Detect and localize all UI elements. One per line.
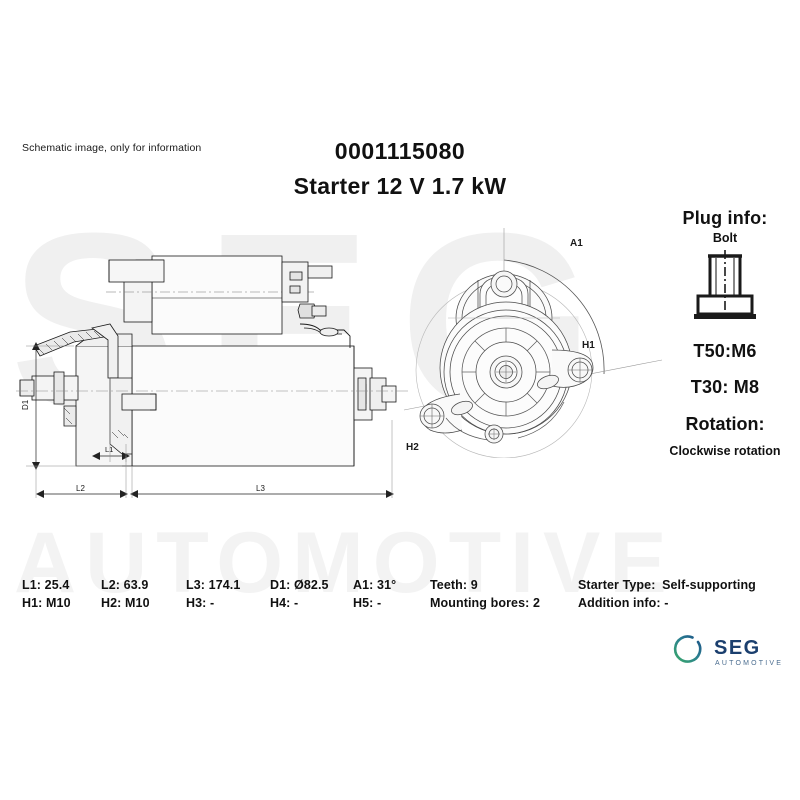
schematic-note: Schematic image, only for information (22, 142, 202, 154)
spec-h2: H2: M10 (101, 596, 150, 610)
spec-l1: L1: 25.4 (22, 578, 70, 592)
starter-side-view-drawing: D1 L1 L2 L3 (16, 255, 410, 498)
product-title: Starter 12 V 1.7 kW (293, 173, 507, 199)
bolt-label: Bolt (712, 231, 738, 245)
seg-automotive-logo: SEG AUTOMOTIVE (673, 635, 783, 667)
dimension-label-l1: L1 (105, 445, 113, 454)
dimension-label-h2: H2 (406, 442, 419, 453)
terminal-30-spec: T30: M8 (690, 377, 760, 397)
spec-a1: A1: 31° (353, 578, 397, 592)
dimension-label-d1: D1 (21, 399, 30, 410)
terminal-50-spec: T50:M6 (693, 341, 757, 361)
spec-teeth: Teeth: 9 (430, 578, 478, 592)
plug-info-panel: Plug info: Bolt T50:M6 T30: M8 Rotation:… (650, 208, 800, 458)
dimension-label-l3: L3 (256, 484, 265, 493)
spec-d1: D1: Ø82.5 (270, 578, 329, 592)
part-number: 0001115080 (334, 138, 466, 164)
starter-front-view-drawing: A1 H1 H2 (403, 228, 663, 458)
logo-tagline: AUTOMOTIVE (715, 660, 783, 667)
rotation-title: Rotation: (685, 414, 765, 434)
spec-l3: L3: 174.1 (186, 578, 241, 592)
spec-h4: H4: - (270, 596, 299, 610)
spec-starter-type: Starter Type: Self-supporting (578, 578, 756, 592)
specification-table: L1: 25.4 L2: 63.9 L3: 174.1 D1: Ø82.5 A1… (0, 578, 800, 618)
logo-wordmark: SEG (714, 637, 761, 659)
spec-h3: H3: - (186, 596, 215, 610)
bolt-icon (694, 250, 756, 319)
dimension-label-a1: A1 (570, 238, 583, 249)
spec-mounting-bores: Mounting bores: 2 (430, 596, 541, 610)
spec-l2: L2: 63.9 (101, 578, 149, 592)
logo-arc-icon (673, 635, 702, 663)
rotation-value: Clockwise rotation (669, 444, 781, 458)
dimension-label-h1: H1 (582, 340, 595, 351)
spec-addition-info: Addition info: - (578, 596, 669, 610)
spec-h5: H5: - (353, 596, 382, 610)
plug-info-title: Plug info: (682, 208, 768, 228)
dimension-label-l2: L2 (76, 484, 85, 493)
spec-h1: H1: M10 (22, 596, 71, 610)
watermark-automotive: AUTOMOTIVE (14, 515, 676, 611)
